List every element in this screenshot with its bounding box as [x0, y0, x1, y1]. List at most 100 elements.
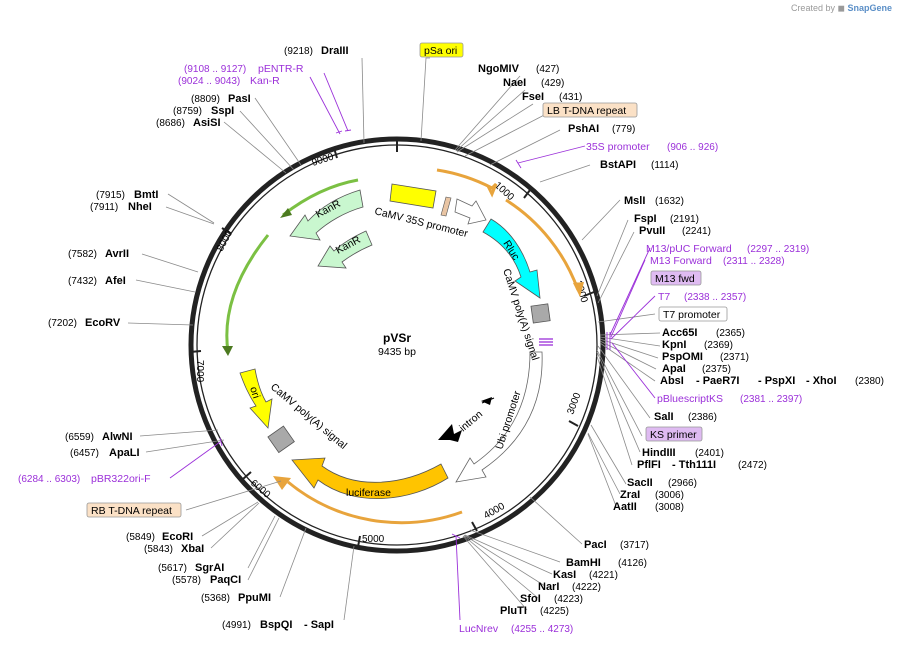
site-ecori[interactable]: EcoRI: [162, 531, 193, 543]
psa-ori-label[interactable]: pSa ori: [424, 45, 457, 57]
site-sgrai[interactable]: SgrAI: [195, 562, 224, 574]
site-alwni[interactable]: AlwNI: [102, 431, 133, 443]
site-aatii[interactable]: AatII: [613, 501, 637, 513]
primer-pbr322ori-f[interactable]: pBR322ori-F: [91, 473, 151, 485]
primers: (9108 .. 9127) pENTR-R (9024 .. 9043) Ka…: [18, 63, 809, 635]
ks-primer-label[interactable]: KS primer: [650, 429, 697, 441]
site-afei[interactable]: AfeI: [105, 275, 126, 287]
site-ngomiv[interactable]: NgoMIV: [478, 63, 520, 75]
primer-lucnrev[interactable]: LucNrev: [459, 623, 499, 635]
site-pos-xbai: (5843): [144, 544, 173, 555]
site-pos-paci: (3717): [620, 540, 649, 551]
primer-m13-forward[interactable]: M13 Forward: [650, 255, 712, 267]
tick-label-4000: 4000: [482, 501, 507, 522]
site-sali[interactable]: SalI: [654, 411, 674, 423]
kanr-top-arc: [282, 178, 359, 217]
site-paci[interactable]: PacI: [584, 539, 607, 551]
site-pos-acc65i: (2365): [716, 328, 745, 339]
site-pos-nhei: (7911): [90, 202, 118, 213]
site-pasi[interactable]: PasI: [228, 93, 251, 105]
site-pspxi[interactable]: - PspXI: [758, 375, 795, 387]
plasmid-center: pVSr 9435 bp: [378, 331, 416, 358]
psa-ori-box: [419, 42, 464, 58]
primer-pos-pentr-r: (9108 .. 9127): [184, 64, 246, 75]
site-pspomi[interactable]: PspOMI: [662, 351, 703, 363]
site-nhei[interactable]: NheI: [128, 201, 152, 213]
rb-repeat-label[interactable]: RB T-DNA repeat: [91, 505, 172, 517]
site-paqci[interactable]: PaqCI: [210, 574, 241, 586]
promoter-arrow: [454, 198, 487, 225]
site-absi[interactable]: AbsI: [660, 375, 684, 387]
site-kasi[interactable]: KasI: [553, 569, 576, 581]
site-pos-draiii: (9218): [284, 46, 313, 57]
ori-label: ori: [247, 385, 262, 400]
t7-promoter-label[interactable]: T7 promoter: [663, 309, 721, 321]
site-pos-sspi: (8759): [173, 106, 202, 117]
boxed-labels: pSa ori LB T-DNA repeat RB T-DNA repeat …: [86, 42, 728, 518]
site-pos-pvuii: (2241): [682, 226, 711, 237]
site-ppumi[interactable]: PpuMI: [238, 592, 271, 604]
site-bamhi[interactable]: BamHI: [566, 557, 601, 569]
site-sapi[interactable]: - SapI: [304, 619, 334, 631]
tick-6000: [242, 471, 252, 480]
tick-7000: [189, 350, 202, 353]
site-fspi[interactable]: FspI: [634, 213, 657, 225]
site-hindiii[interactable]: HindIII: [642, 447, 676, 459]
site-acc65i[interactable]: Acc65I: [662, 327, 697, 339]
site-apali[interactable]: ApaLI: [109, 447, 140, 459]
restriction-sites: (9218) DraIII NgoMIV (427) NaeI (429) Fs…: [48, 45, 884, 631]
site-pos-pshai: (779): [612, 124, 635, 135]
site-xbai[interactable]: XbaI: [181, 543, 204, 555]
kanr-outer-feature: [289, 189, 364, 241]
site-pos-bmti: (7915): [96, 190, 125, 201]
site-pos-aatii: (3008): [655, 502, 684, 513]
site-asisi[interactable]: AsiSI: [193, 117, 221, 129]
primer-pos-35s-promoter: (906 .. 926): [667, 142, 718, 153]
m13-fwd-label[interactable]: M13 fwd: [655, 273, 695, 285]
site-paer7i[interactable]: - PaeR7I: [696, 375, 739, 387]
primer-pos-m13-forward: (2311 .. 2328): [723, 256, 785, 267]
site-pos-avrii: (7582): [68, 249, 97, 260]
site-bspqi[interactable]: BspQI: [260, 619, 292, 631]
ks-primer-box: [645, 426, 703, 442]
primer-kan-r[interactable]: Kan-R: [250, 75, 280, 87]
site-ecorv[interactable]: EcoRV: [85, 317, 121, 329]
site-pos-ecorv: (7202): [48, 318, 77, 329]
site-pos-asisi: (8686): [156, 118, 185, 129]
primer-35s-promoter[interactable]: 35S promoter: [586, 141, 650, 153]
site-bmti[interactable]: BmtI: [134, 189, 158, 201]
primer-t7[interactable]: T7: [658, 291, 670, 303]
site-sspi[interactable]: SspI: [211, 105, 234, 117]
primer-pos-pbr322ori-f: (6284 .. 6303): [18, 474, 80, 485]
site-pflfi[interactable]: PflFI: [637, 459, 661, 471]
primer-m13-puc-forward[interactable]: M13/pUC Forward: [646, 243, 732, 255]
site-pos-pluti: (4225): [540, 606, 569, 617]
site-naei[interactable]: NaeI: [503, 77, 526, 89]
site-kpni[interactable]: KpnI: [662, 339, 686, 351]
site-pshai[interactable]: PshAI: [568, 123, 599, 135]
site-pos-zrai: (3006): [655, 490, 684, 501]
ori-feature: [239, 368, 273, 429]
site-zrai[interactable]: ZraI: [620, 489, 640, 501]
site-tth111i[interactable]: - Tth111I: [672, 459, 716, 471]
site-xhoi[interactable]: - XhoI: [806, 375, 837, 387]
primer-pbluescriptks[interactable]: pBluescriptKS: [657, 393, 723, 405]
site-bstapi[interactable]: BstAPI: [600, 159, 636, 171]
site-draiii[interactable]: DraIII: [321, 45, 349, 57]
site-avrii[interactable]: AvrII: [105, 248, 129, 260]
site-pos-pasi: (8809): [191, 94, 220, 105]
lb-repeat-label[interactable]: LB T-DNA repeat: [547, 105, 626, 117]
site-fsei[interactable]: FseI: [522, 91, 544, 103]
site-apai[interactable]: ApaI: [662, 363, 686, 375]
site-sfoi[interactable]: SfoI: [520, 593, 541, 605]
site-pluti[interactable]: PluTI: [500, 605, 527, 617]
rb-repeat-arrowhead: [273, 476, 291, 490]
tick-5000: [357, 535, 361, 548]
primer-pentr-r[interactable]: pENTR-R: [258, 63, 304, 75]
site-nari[interactable]: NarI: [538, 581, 559, 593]
site-msli[interactable]: MslI: [624, 195, 645, 207]
site-pvuii[interactable]: PvuII: [639, 225, 665, 237]
site-sacii[interactable]: SacII: [627, 477, 653, 489]
site-pos-alwni: (6559): [65, 432, 94, 443]
rb-repeat-box: [86, 502, 182, 518]
